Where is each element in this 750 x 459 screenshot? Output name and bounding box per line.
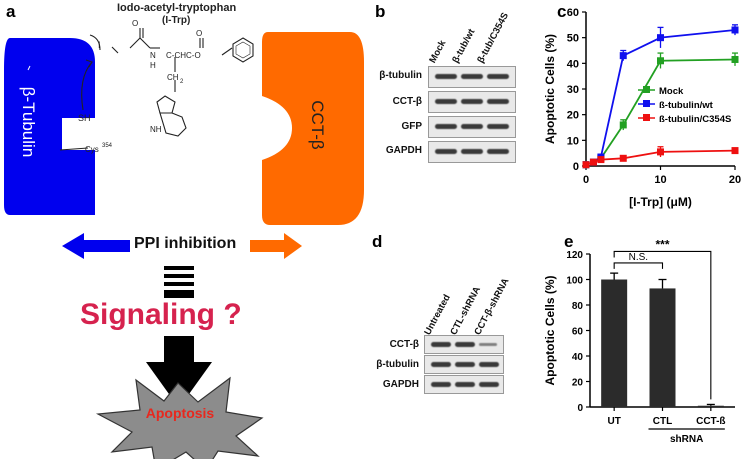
panel-d-letter: d — [372, 232, 383, 251]
chemical-text: I SH Cys 354 O O N H C-CHC-O CH 2 NH — [78, 19, 202, 154]
data-point — [589, 158, 597, 166]
blot-b-strip-4 — [428, 141, 516, 163]
chem-ch: CH — [167, 73, 179, 82]
chem-iodine: I — [98, 40, 101, 50]
blot-d-row-cct-beta: CCT-β — [389, 339, 419, 350]
chem-ch-sub: 2 — [180, 79, 184, 85]
bar — [649, 288, 676, 407]
chem-indole-nh: NH — [150, 125, 162, 134]
blot-d-strip-1 — [424, 335, 504, 354]
panel-a-letter: a — [6, 2, 16, 21]
blot-b-row-gfp: GFP — [401, 121, 422, 132]
ppi-inhibition-label: PPI inhibition — [134, 235, 237, 252]
bar — [601, 279, 628, 407]
beta-tubulin-shape — [4, 38, 95, 215]
legend-label: Mock — [659, 86, 684, 97]
chem-h: H — [150, 61, 156, 70]
data-point — [582, 161, 590, 169]
blot-b-strip-1 — [428, 66, 516, 88]
panel-e-letter: e — [564, 232, 574, 251]
panel-a-diagram: I SH Cys 354 O O N H C-CHC-O CH 2 NH — [4, 19, 364, 459]
chemical-structure — [81, 28, 254, 137]
apoptosis-label: Apoptosis — [145, 405, 215, 421]
y-tick-label: 80 — [572, 301, 584, 312]
x-tick-label: 10 — [654, 174, 666, 186]
data-point — [657, 57, 664, 65]
x-tick-label: 0 — [583, 174, 589, 186]
ppi-arrow-left — [62, 233, 130, 259]
significance-annotation: *** — [655, 237, 669, 251]
x-axis-label: [I-Trp] (μM) — [629, 195, 692, 209]
blot-d-row-gapdh: GAPDH — [382, 379, 419, 390]
blot-d-strip-2 — [424, 355, 504, 374]
category-label: CTL — [653, 416, 672, 427]
data-point — [657, 148, 664, 156]
y-tick-label: 40 — [567, 58, 579, 70]
chem-o2: O — [196, 29, 202, 38]
lane-label-mock: Mock — [427, 38, 449, 65]
blot-b-row-beta-tubulin: β-tubulin — [379, 70, 422, 81]
blot-b-row-gapdh: GAPDH — [385, 145, 422, 156]
compound-name: Iodo-acetyl-tryptophan — [117, 2, 237, 14]
y-tick-label: 10 — [567, 135, 579, 147]
blot-d-row-beta-tubulin: β-tubulin — [376, 359, 419, 370]
chem-cys-number: 354 — [102, 143, 113, 149]
y-tick-label: 60 — [567, 7, 579, 19]
chem-cys: Cys — [85, 145, 99, 154]
data-point — [597, 156, 605, 164]
group-label: shRNA — [670, 434, 703, 445]
data-point — [731, 147, 739, 155]
lane-label-tub-c354s: β-tub/C354S — [475, 10, 512, 66]
y-tick-label: 60 — [572, 327, 584, 338]
y-tick-label: 0 — [573, 161, 579, 173]
chem-n: N — [150, 51, 156, 60]
blot-b-row-cct-beta: CCT-β — [392, 96, 422, 107]
y-tick-label: 100 — [566, 276, 583, 287]
blot-b-strip-3 — [428, 116, 516, 138]
lane-label-tub-wt: β-tub/wt — [450, 27, 478, 65]
y-axis-label: Apoptotic Cells (%) — [543, 275, 557, 385]
y-tick-label: 120 — [566, 250, 583, 261]
data-point — [619, 121, 627, 129]
beta-tubulin-label: β-Tubulin — [19, 86, 38, 158]
significance-bracket — [613, 250, 712, 400]
x-tick-label: 20 — [729, 174, 741, 186]
data-point — [731, 26, 739, 34]
legend-label: ß-tubulin/wt — [659, 100, 714, 111]
category-label: UT — [607, 416, 620, 427]
lane-label-cct-shrna: CCT-β-shRNA — [472, 276, 512, 337]
ns-annotation: N.S. — [629, 252, 648, 263]
y-tick-label: 0 — [577, 403, 583, 414]
ns-bracket — [613, 262, 664, 269]
category-label: CCT-ß — [696, 416, 725, 427]
data-point — [731, 55, 739, 63]
chem-o1: O — [132, 19, 138, 28]
data-point — [619, 52, 627, 60]
y-tick-label: 20 — [567, 110, 579, 122]
chem-chain: C-CHC-O — [166, 51, 201, 60]
legend-label: ß-tubulin/C354S — [659, 114, 731, 125]
cct-beta-label: CCT-β — [308, 100, 327, 150]
panel-c-letter: c — [557, 2, 567, 21]
y-axis-label: Apoptotic Cells (%) — [543, 34, 557, 144]
signaling-label: Signaling ? — [80, 298, 242, 331]
apoptosis-line-chart: 0 10 20 30 40 50 60 0 10 20 [I-Trp] (μM) Apoptotic … — [543, 7, 741, 209]
y-tick-label: 20 — [572, 378, 584, 389]
ppi-arrow-right — [250, 233, 302, 259]
blot-b-strip-2 — [428, 91, 516, 113]
apoptosis-starburst — [95, 376, 264, 459]
data-point — [619, 154, 627, 162]
panel-b-letter: b — [375, 2, 386, 21]
chem-sh: SH — [78, 113, 91, 123]
bar — [697, 405, 724, 407]
compound-abbreviation: (I-Trp) — [162, 15, 191, 26]
y-tick-label: 30 — [567, 84, 579, 96]
data-point — [657, 34, 664, 42]
y-tick-label: 40 — [572, 352, 584, 363]
y-tick-label: 50 — [567, 33, 579, 45]
blot-d-strip-3 — [424, 375, 504, 394]
series-line — [585, 29, 736, 166]
cct-beta-shape — [262, 32, 364, 225]
